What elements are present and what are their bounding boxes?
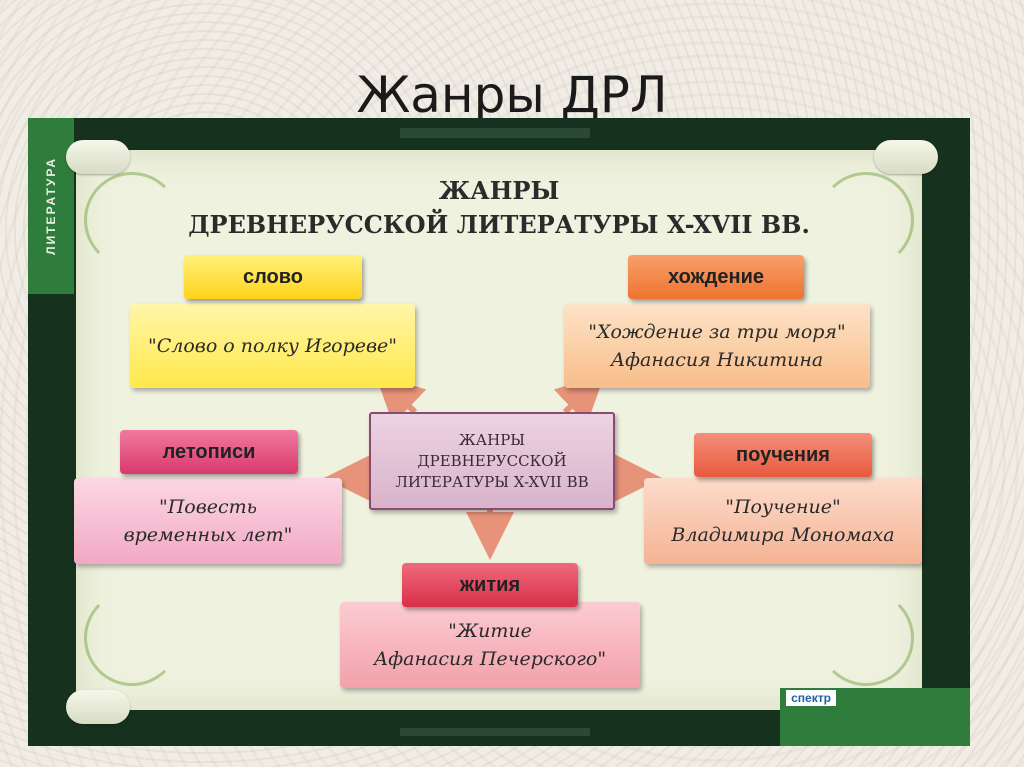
box-slovo-example: "Слово о полку Игореве"	[130, 304, 415, 388]
scroll-roll-bottom-left	[66, 690, 130, 724]
label-letopisi: летописи	[120, 430, 298, 474]
label-khozhdenie: хождение	[628, 255, 804, 299]
poster-title-line1: ЖАНРЫ	[438, 176, 560, 205]
box-letopisi-example: "Повесть временных лет"	[74, 478, 342, 564]
center-box: ЖАНРЫ ДРЕВНЕРУССКОЙ ЛИТЕРАТУРЫ X-XVII ВВ	[369, 412, 615, 510]
ornament-top-left	[84, 172, 180, 268]
poster-bottom-strip	[400, 728, 590, 736]
arrow-to-slovo	[375, 373, 427, 425]
label-slovo: слово	[184, 255, 362, 299]
poster-side-band	[28, 118, 74, 294]
box-zhitiya-example: "Житие Афанасия Печерского"	[340, 602, 640, 688]
box-khozhdenie-example: "Хождение за три моря" Афанасия Никитина	[564, 304, 870, 388]
label-poucheniya: поучения	[694, 433, 872, 477]
scroll-roll-top-left	[66, 140, 130, 174]
scroll-roll-top-right	[874, 140, 938, 174]
arrow-to-khozhdenie	[553, 373, 605, 425]
poster-title: ЖАНРЫ ДРЕВНЕРУССКОЙ ЛИТЕРАТУРЫ X-XVII ВВ…	[76, 174, 922, 242]
poster-title-line2: ДРЕВНЕРУССКОЙ ЛИТЕРАТУРЫ X-XVII ВВ.	[188, 210, 810, 239]
publisher-logo: спектр	[786, 690, 836, 706]
poster-top-strip	[400, 128, 590, 138]
box-poucheniya-example: "Поучение" Владимира Мономаха	[644, 478, 922, 564]
slide-title: Жанры ДРЛ	[356, 66, 668, 124]
label-zhitiya: жития	[402, 563, 578, 607]
